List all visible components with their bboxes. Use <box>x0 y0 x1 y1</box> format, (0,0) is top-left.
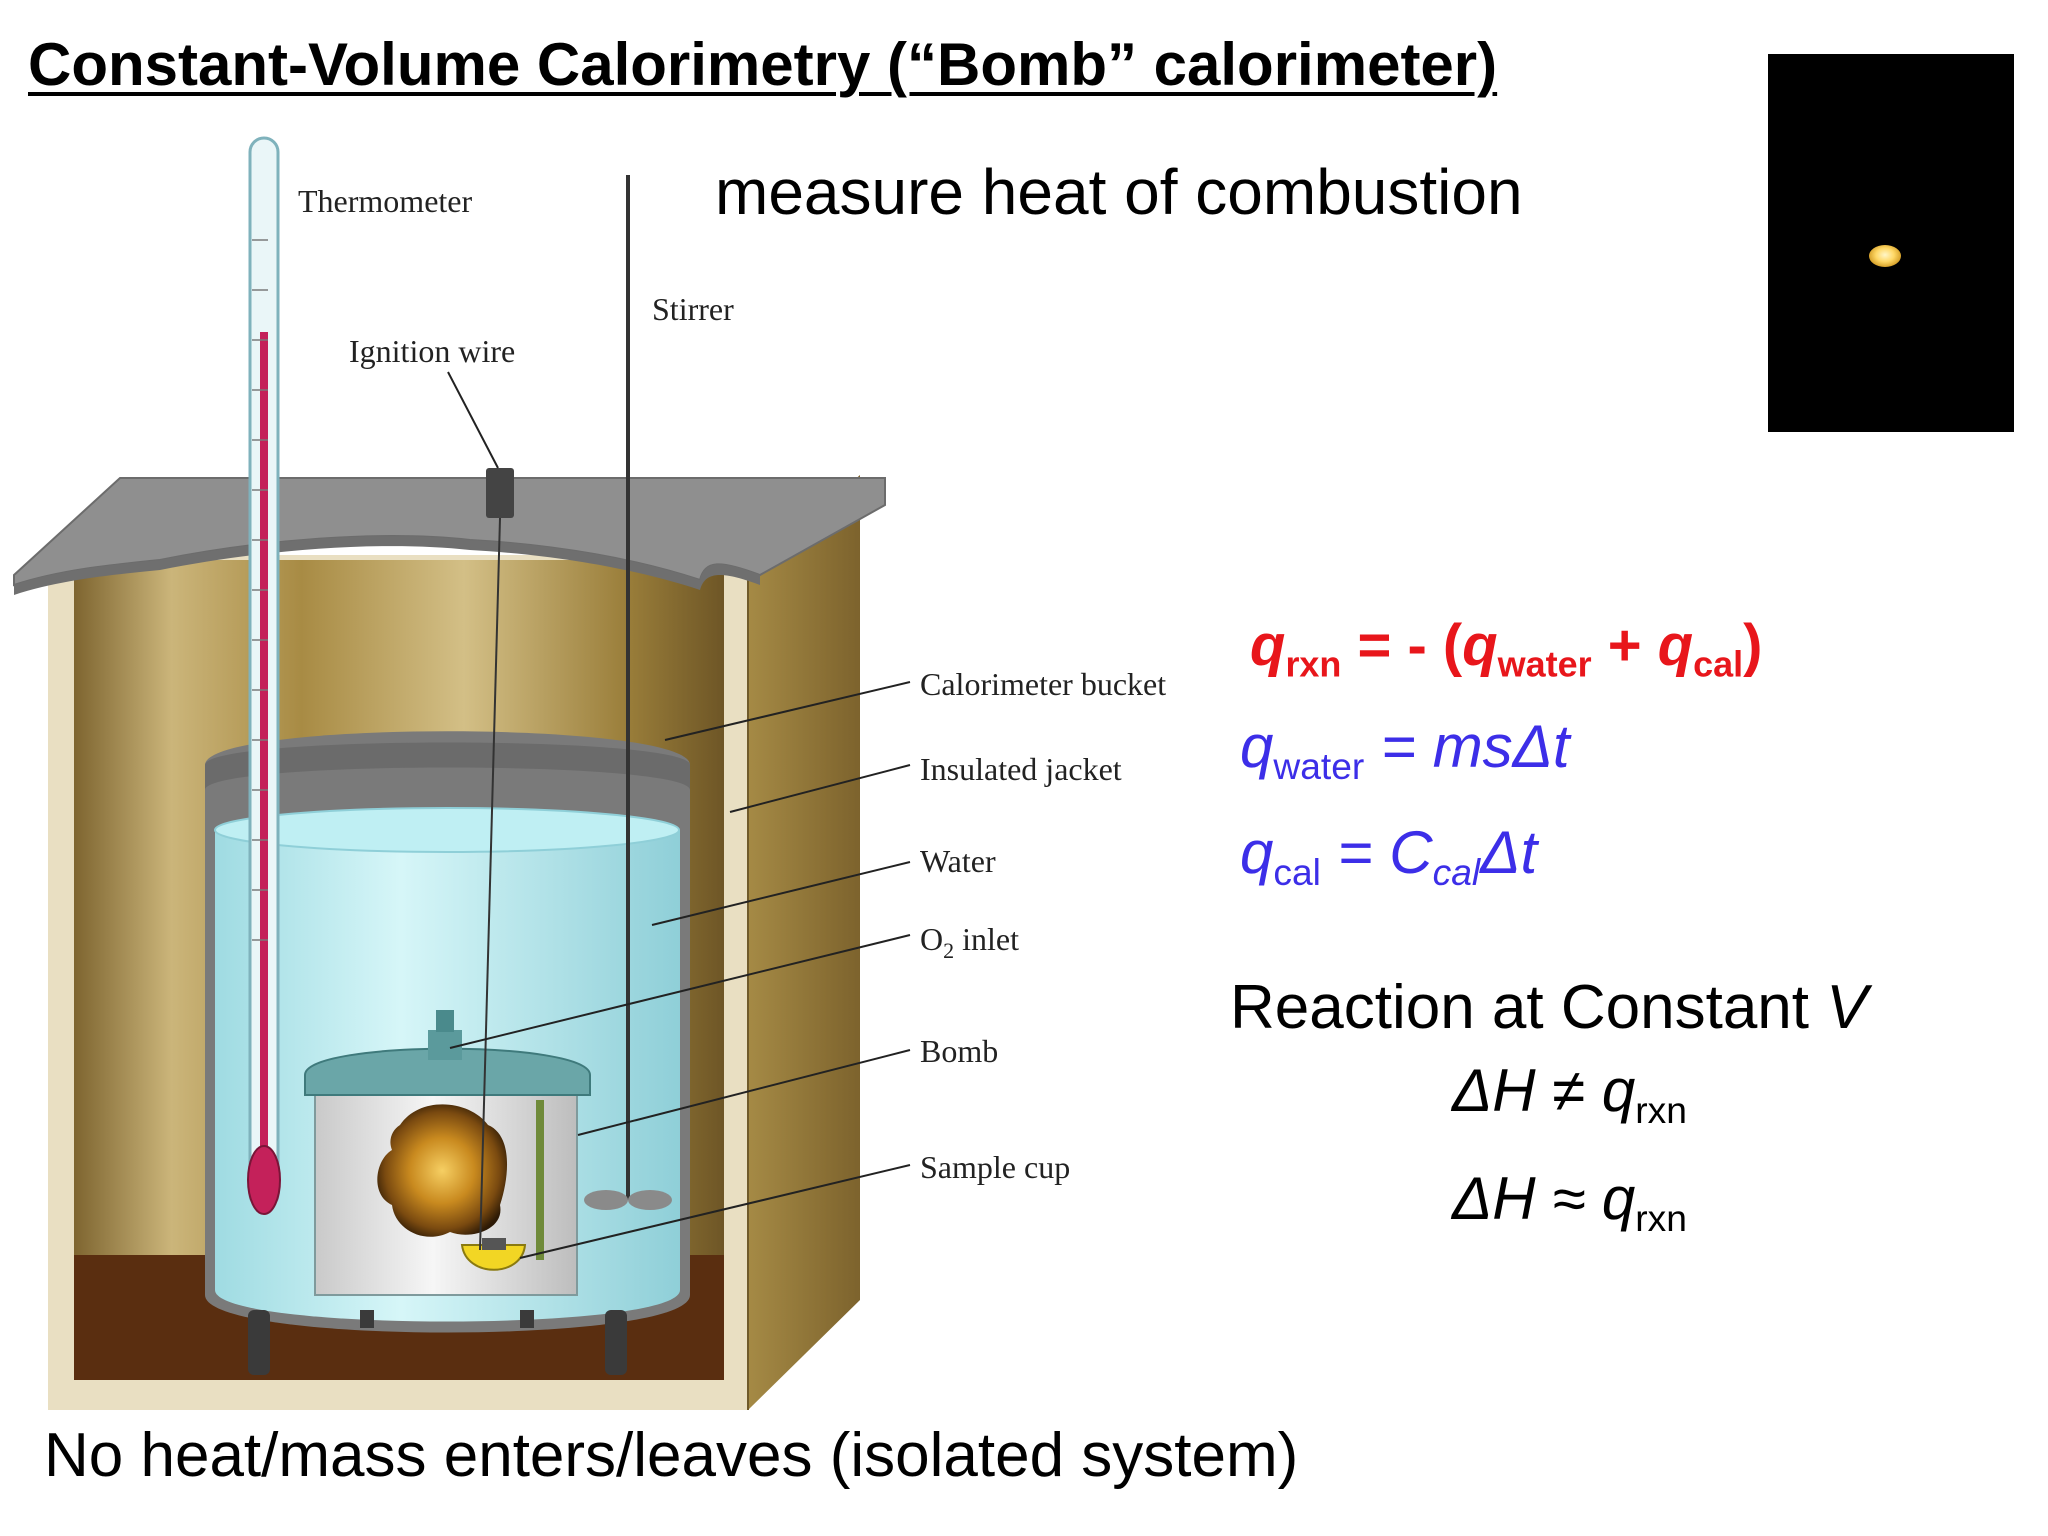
equation-q-water: qwater = msΔt <box>1240 713 1570 787</box>
combustion-flame-icon <box>377 1104 508 1237</box>
leader-lines <box>447 371 911 1259</box>
equation-q-cal: qcal = CcalΔt <box>1240 819 1538 893</box>
constant-volume-heading: Reaction at Constant V <box>1230 973 1868 1042</box>
enthalpy-not-equal-statement: ΔH ≠ qrxn <box>1452 1057 1687 1131</box>
water-label: Water <box>920 843 996 879</box>
stirrer <box>584 175 672 1210</box>
slide-title: Constant-Volume Calorimetry (“Bomb” calo… <box>28 31 1498 98</box>
enthalpy-approx-statement: ΔH ≈ qrxn <box>1452 1165 1687 1239</box>
explosion-video-thumbnail[interactable] <box>1768 54 2014 432</box>
explosion-spark-icon <box>1869 245 1901 267</box>
calorimeter-bucket-label: Calorimeter bucket <box>920 666 1166 702</box>
equation-heat-balance: qrxn = - (qwater + qcal) <box>1250 613 1763 685</box>
isolated-system-note: No heat/mass enters/leaves (isolated sys… <box>44 1421 1299 1490</box>
bomb-vessel <box>304 1010 591 1296</box>
sample-cup-label: Sample cup <box>920 1149 1070 1185</box>
o2-inlet-label: O2 inlet <box>920 921 1019 963</box>
insulated-jacket-label: Insulated jacket <box>920 751 1122 787</box>
stirrer-label: Stirrer <box>652 291 734 327</box>
ignition-wire-label: Ignition wire <box>349 333 515 369</box>
bomb-label: Bomb <box>920 1033 998 1069</box>
ignition-wire <box>479 468 514 1251</box>
thermometer <box>247 136 281 1215</box>
calorimeter-lid <box>13 477 886 595</box>
thermometer-label: Thermometer <box>298 183 472 219</box>
slide-subtitle: measure heat of combustion <box>715 156 1523 228</box>
